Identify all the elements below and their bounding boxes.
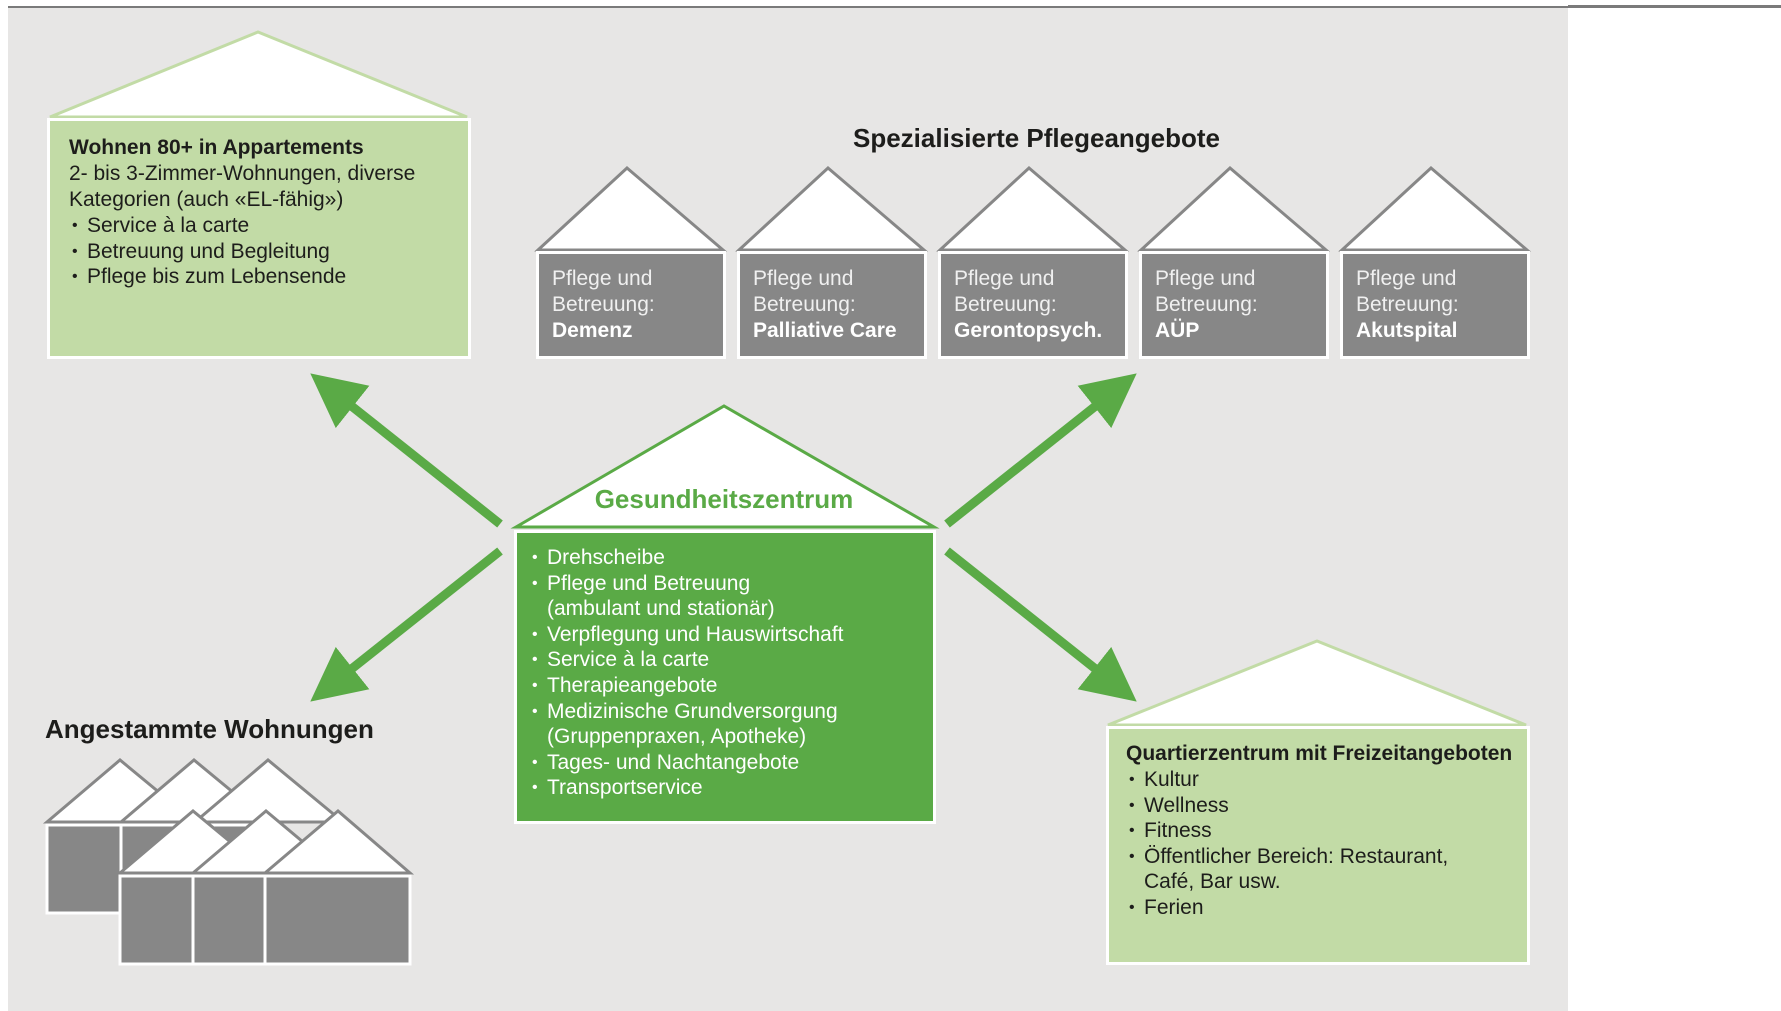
list-item: Pflege bis zum Lebensende <box>69 264 468 290</box>
wohnen80-box: Wohnen 80+ in Appartements 2- bis 3-Zimm… <box>47 118 471 359</box>
spec-card-akut: Pflege und Betreuung: Akutspital <box>1340 251 1530 359</box>
wohnen80-list: Service à la carte Betreuung und Begleit… <box>69 213 468 290</box>
wohnen80-title: Wohnen 80+ in Appartements <box>69 136 364 159</box>
spec-card-line2: Betreuung: <box>954 293 1057 316</box>
spec-card-geronto: Pflege und Betreuung: Gerontopsych. <box>938 251 1128 359</box>
spec-card-line1: Pflege und <box>552 267 653 290</box>
list-item: Therapieangebote <box>529 673 933 699</box>
spec-roof-demenz <box>534 165 728 252</box>
spezialisiert-heading: Spezialisierte Pflegeangebote <box>853 123 1221 153</box>
spec-roof-palliative <box>735 165 929 252</box>
quartier-roof <box>1107 639 1527 727</box>
gz-title: Gesundheitszentrum <box>594 484 854 514</box>
arrows <box>310 373 1137 702</box>
list-item: Betreuung und Begleitung <box>69 239 468 265</box>
arrow-to-wohnen80 <box>310 373 503 528</box>
spec-card-line1: Pflege und <box>1155 267 1256 290</box>
spec-card-line2: Betreuung: <box>552 293 655 316</box>
spec-card-line1: Pflege und <box>1356 267 1457 290</box>
arrow-to-spezialisiert <box>944 373 1137 528</box>
spec-card-line2: Betreuung: <box>1155 293 1258 316</box>
spec-card-name: Palliative Care <box>753 319 897 342</box>
quartier-box: Quartierzentrum mit Freizeitangeboten Ku… <box>1106 726 1530 965</box>
list-item: Pflege und Betreuung <box>529 571 933 597</box>
quartier-list: Kultur Wellness Fitness Öffentlicher Ber… <box>1126 767 1527 920</box>
list-item: Drehscheibe <box>529 545 933 571</box>
angestammt-heading: Angestammte Wohnungen <box>45 714 374 744</box>
list-item: Kultur <box>1126 767 1527 793</box>
list-item: Medizinische Grundversorgung <box>529 699 933 725</box>
list-item: Ferien <box>1126 895 1527 921</box>
list-item: Transportservice <box>529 775 933 801</box>
gz-box: Drehscheibe Pflege und Betreuung (ambula… <box>514 530 936 824</box>
list-item: Café, Bar usw. <box>1144 870 1281 893</box>
list-item: Verpflegung und Hauswirtschaft <box>529 622 933 648</box>
house-front-3 <box>260 809 415 966</box>
list-item: Tages- und Nachtangebote <box>529 750 933 776</box>
spec-roof-geronto <box>936 165 1130 252</box>
wohnen80-desc-line2: Kategorien (auch «EL-fähig») <box>69 188 344 211</box>
spec-card-name: Gerontopsych. <box>954 319 1103 342</box>
spec-card-name: AÜP <box>1155 319 1200 342</box>
spec-card-line2: Betreuung: <box>753 293 856 316</box>
spec-card-line1: Pflege und <box>954 267 1055 290</box>
spec-card-name: Akutspital <box>1356 319 1458 342</box>
spec-card-name: Demenz <box>552 319 633 342</box>
list-item: Fitness <box>1126 818 1527 844</box>
list-item: Öffentlicher Bereich: Restaurant, <box>1126 844 1527 870</box>
list-item: (ambulant und stationär) <box>547 597 775 621</box>
gz-list: Drehscheibe Pflege und Betreuung (ambula… <box>529 545 933 801</box>
spec-roof-auep <box>1137 165 1331 252</box>
spec-card-palliative: Pflege und Betreuung: Palliative Care <box>737 251 927 359</box>
spec-card-auep: Pflege und Betreuung: AÜP <box>1139 251 1329 359</box>
list-item: Service à la carte <box>529 647 933 673</box>
spec-card-line1: Pflege und <box>753 267 854 290</box>
spec-card-demenz: Pflege und Betreuung: Demenz <box>536 251 726 359</box>
quartier-title: Quartierzentrum mit Freizeitangeboten <box>1126 742 1513 765</box>
angestammt-houses <box>42 758 415 966</box>
list-item: (Gruppenpraxen, Apotheke) <box>547 725 807 749</box>
wohnen80-desc-line1: 2- bis 3-Zimmer-Wohnungen, diverse <box>69 162 416 185</box>
top-rule <box>1568 5 1781 8</box>
wohnen80-roof <box>49 30 468 119</box>
arrow-to-quartier <box>944 547 1137 702</box>
gz-roof <box>510 404 940 529</box>
spec-roofs <box>534 165 1532 252</box>
list-item: Service à la carte <box>69 213 468 239</box>
spec-card-line2: Betreuung: <box>1356 293 1459 316</box>
list-item: Wellness <box>1126 793 1527 819</box>
arrow-to-angestammt <box>310 547 503 702</box>
spec-roof-akut <box>1338 165 1532 252</box>
